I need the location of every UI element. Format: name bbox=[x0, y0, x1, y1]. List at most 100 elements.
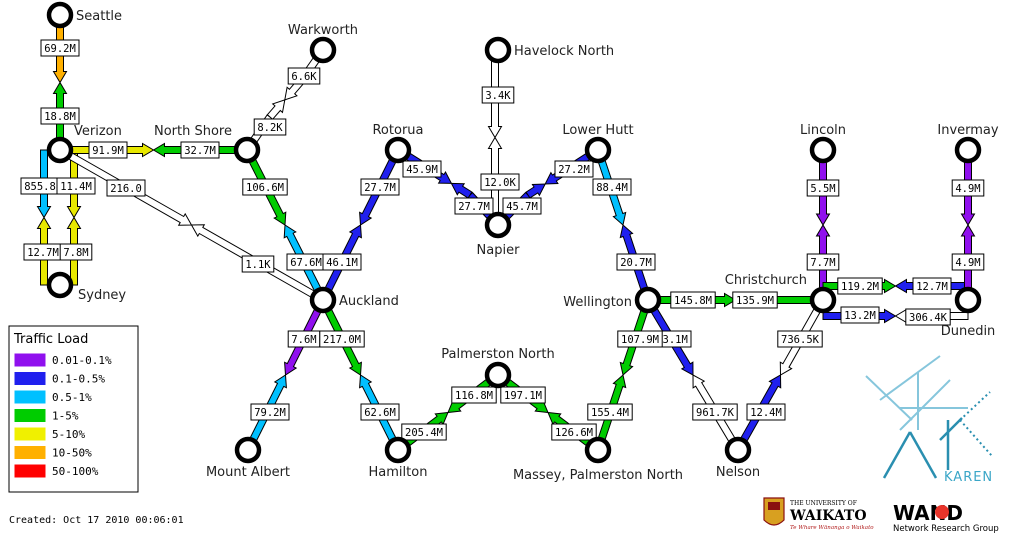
bandwidth-label-nelson-to-christchurch-text: 12.4M bbox=[750, 407, 782, 419]
bandwidth-label-napier-to-havelock: 12.0K bbox=[480, 173, 520, 191]
bandwidth-label-pnorth-to-massey-text: 197.1M bbox=[504, 390, 542, 402]
bandwidth-label-dunedin-to-invermay: 4.9M bbox=[951, 253, 985, 271]
bandwidth-label-verizon-to-seattle: 18.8M bbox=[40, 107, 80, 125]
bandwidth-label-hamilton-to-auckland: 62.6M bbox=[360, 403, 400, 421]
bandwidth-label-christchurch-to-wellington: 135.9M bbox=[732, 291, 778, 309]
node-pnorth[interactable]: Palmerston North bbox=[441, 347, 555, 389]
bandwidth-label-rotorua-to-napier-text: 45.9M bbox=[406, 164, 438, 176]
bandwidth-label-verizon-to-sydney: 855.8 bbox=[20, 177, 60, 195]
node-pnorth-marker[interactable] bbox=[484, 361, 512, 389]
bandwidth-label-dunedin-to-christchurch-box bbox=[905, 308, 951, 326]
node-lincoln-marker[interactable] bbox=[809, 136, 837, 164]
bandwidth-label-verizon-to-auckland-text: 216.0 bbox=[110, 183, 142, 195]
bandwidth-label-christchurch-to-wellington-box bbox=[732, 291, 778, 309]
bandwidth-label-verizon-to-northshore-text: 91.9M bbox=[92, 145, 124, 157]
bandwidth-label-verizon-to-sydney-text: 855.8 bbox=[24, 181, 56, 193]
node-napier[interactable]: Napier bbox=[477, 211, 521, 258]
bandwidth-label-seattle-to-verizon-text: 69.2M bbox=[44, 43, 76, 55]
node-christchurch-marker[interactable] bbox=[809, 286, 837, 314]
bandwidth-label-sydney-to-verizon-text: 7.8M bbox=[63, 247, 88, 259]
bandwidth-label-havelock-to-napier-text: 3.4K bbox=[485, 90, 511, 102]
node-nelson[interactable]: Nelson bbox=[716, 436, 760, 480]
node-auckland-marker[interactable] bbox=[309, 286, 337, 314]
bandwidth-label-northshore-to-auckland-text: 106.6M bbox=[246, 182, 284, 194]
bandwidth-label-christchurch-to-lincoln-text: 7.7M bbox=[810, 257, 835, 269]
node-massey-marker[interactable] bbox=[584, 436, 612, 464]
legend-label: 0.01-0.1% bbox=[52, 354, 112, 367]
bandwidth-label-verizon-to-sydney-text: 11.4M bbox=[60, 181, 92, 193]
node-wellington-marker[interactable] bbox=[634, 286, 662, 314]
node-havelock-marker[interactable] bbox=[484, 36, 512, 64]
node-mtalbert-marker[interactable] bbox=[234, 436, 262, 464]
bandwidth-label-dunedin-to-christchurch: 12.7M bbox=[912, 277, 952, 295]
bandwidth-label-auckland-to-hamilton-box bbox=[319, 330, 365, 348]
node-sydney[interactable]: Sydney bbox=[46, 271, 126, 303]
node-rotorua-marker[interactable] bbox=[384, 136, 412, 164]
node-seattle-marker[interactable] bbox=[46, 1, 74, 29]
node-wellington[interactable]: Wellington bbox=[563, 286, 662, 314]
node-hamilton-marker[interactable] bbox=[384, 436, 412, 464]
bandwidth-label-northshore-to-warkworth-text: 8.2K bbox=[257, 122, 283, 134]
bandwidth-label-seattle-to-verizon-box bbox=[40, 39, 80, 57]
node-seattle[interactable]: Seattle bbox=[46, 1, 122, 29]
node-auckland[interactable]: Auckland bbox=[309, 286, 399, 314]
bandwidth-label-verizon-to-auckland-box bbox=[106, 179, 146, 197]
link-arrow-napier-to-rotorua bbox=[450, 182, 473, 199]
link-rotorua-auckland bbox=[319, 147, 402, 303]
node-northshore[interactable]: North Shore bbox=[154, 124, 261, 164]
node-havelock[interactable]: Havelock North bbox=[484, 36, 614, 64]
bandwidth-label-invermay-to-dunedin-box bbox=[951, 179, 985, 197]
node-verizon[interactable]: Verizon bbox=[46, 124, 122, 164]
node-nelson-label: Nelson bbox=[716, 465, 760, 480]
node-napier-marker[interactable] bbox=[484, 211, 512, 239]
node-hamilton[interactable]: Hamilton bbox=[369, 436, 428, 480]
legend-swatch bbox=[14, 427, 46, 441]
bandwidth-label-lowerhutt-to-napier-box bbox=[554, 160, 594, 178]
link-arrow-northshore-to-warkworth bbox=[266, 99, 286, 121]
bandwidth-label-sydney-to-verizon-box bbox=[59, 243, 93, 261]
legend-swatch bbox=[14, 409, 46, 422]
legend-label: 5-10% bbox=[52, 428, 85, 441]
waikato-top-text: THE UNIVERSITY OF bbox=[790, 500, 857, 507]
node-lincoln[interactable]: Lincoln bbox=[800, 123, 846, 164]
bandwidth-label-dunedin-to-invermay-box bbox=[951, 253, 985, 271]
bandwidth-label-wellington-to-lowerhutt: 20.7M bbox=[616, 253, 656, 271]
bandwidth-label-auckland-to-northshore-text: 67.6M bbox=[290, 257, 322, 269]
bandwidth-label-wellington-to-massey-text: 107.9M bbox=[621, 334, 659, 346]
node-dunedin-marker[interactable] bbox=[954, 286, 982, 314]
bandwidth-label-wellington-to-lowerhutt-text: 20.7M bbox=[620, 257, 652, 269]
link-massey-wellington bbox=[594, 298, 652, 452]
node-lowerhutt-marker[interactable] bbox=[584, 136, 612, 164]
bandwidth-label-pnorth-to-hamilton: 116.8M bbox=[451, 386, 497, 404]
node-lowerhutt[interactable]: Lower Hutt bbox=[562, 123, 634, 164]
bandwidth-label-nelson-to-wellington-text: 961.7K bbox=[696, 407, 735, 419]
node-mtalbert[interactable]: Mount Albert bbox=[206, 436, 290, 480]
wand-subtitle-text: Network Research Group bbox=[893, 524, 999, 534]
bandwidth-label-christchurch-to-nelson: 736.5K bbox=[777, 330, 823, 348]
node-hamilton-label: Hamilton bbox=[369, 465, 428, 480]
bandwidth-label-napier-to-lowerhutt: 45.7M bbox=[502, 197, 542, 215]
bandwidth-label-wellington-to-nelson-text: 13.1M bbox=[656, 334, 688, 346]
node-rotorua[interactable]: Rotorua bbox=[372, 123, 424, 164]
node-dunedin[interactable]: Dunedin bbox=[941, 286, 996, 339]
bandwidth-label-hamilton-to-pnorth-text: 205.4M bbox=[405, 427, 443, 439]
node-christchurch[interactable]: Christchurch bbox=[725, 273, 837, 314]
node-nelson-marker[interactable] bbox=[724, 436, 752, 464]
node-invermay[interactable]: Invermay bbox=[937, 123, 999, 164]
bandwidth-label-invermay-to-dunedin-text: 4.9M bbox=[955, 183, 980, 195]
wand-logo-text: WAND bbox=[893, 501, 963, 525]
node-warkworth[interactable]: Warkworth bbox=[288, 23, 358, 64]
node-sydney-marker[interactable] bbox=[46, 271, 74, 299]
node-northshore-marker[interactable] bbox=[233, 136, 261, 164]
bandwidth-label-napier-to-lowerhutt-text: 45.7M bbox=[506, 201, 538, 213]
node-warkworth-marker[interactable] bbox=[309, 36, 337, 64]
node-invermay-marker[interactable] bbox=[954, 136, 982, 164]
link-auckland-hamilton bbox=[319, 297, 402, 453]
bandwidth-label-christchurch-to-dunedin: 13.2M bbox=[840, 306, 880, 324]
node-verizon-marker[interactable] bbox=[46, 136, 74, 164]
node-massey-label: Massey, Palmerston North bbox=[513, 468, 683, 483]
node-massey[interactable]: Massey, Palmerston North bbox=[513, 436, 683, 483]
bandwidth-label-northshore-to-auckland-box bbox=[242, 178, 288, 196]
bandwidth-label-havelock-to-napier: 3.4K bbox=[481, 86, 515, 104]
